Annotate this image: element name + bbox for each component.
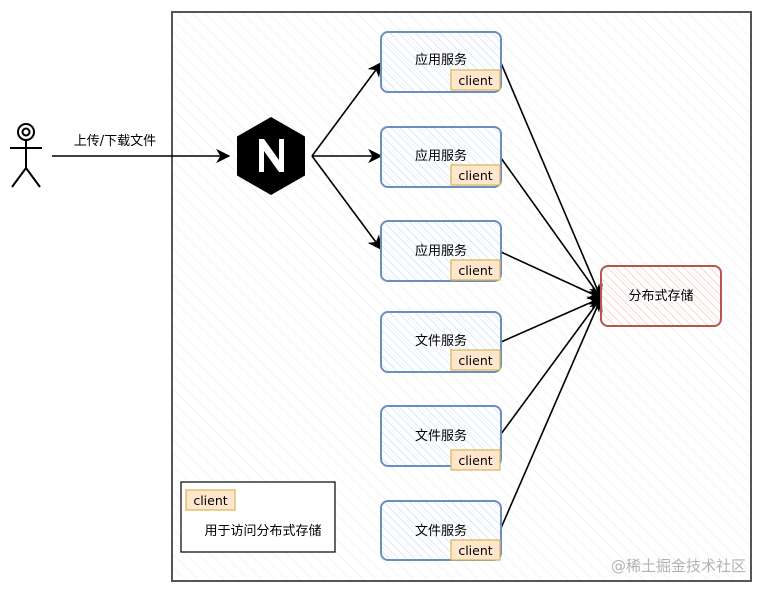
service-box: 应用服务 client [380, 31, 502, 93]
service-box: 文件服务 client [380, 500, 502, 561]
service-label: 应用服务 [415, 52, 467, 68]
client-badge: client [458, 453, 492, 468]
nginx-icon [237, 117, 305, 195]
service-label: 文件服务 [415, 333, 467, 349]
services-to-storage-edges [500, 62, 603, 529]
service-box: 文件服务 client [380, 405, 502, 471]
service-label: 文件服务 [415, 428, 467, 444]
service-label: 文件服务 [415, 523, 467, 539]
service-box: 文件服务 client [380, 311, 502, 373]
gateway-to-services-edges [311, 61, 383, 251]
client-badge: client [458, 263, 492, 278]
legend-description: 用于访问分布式存储 [204, 524, 321, 539]
client-badge: client [458, 168, 492, 183]
service-box: 应用服务 client [380, 220, 502, 282]
storage-box: 分布式存储 [600, 265, 722, 327]
legend-client-badge: client [193, 493, 227, 508]
client-badge: client [458, 73, 492, 88]
upload-download-label: 上传/下载文件 [74, 134, 156, 149]
user-icon [10, 123, 42, 188]
client-badge: client [458, 353, 492, 368]
service-label: 应用服务 [415, 243, 467, 259]
storage-label: 分布式存储 [628, 289, 693, 304]
watermark: @稀土掘金技术社区 [611, 557, 746, 575]
client-badge: client [458, 543, 492, 558]
service-box: 应用服务 client [380, 126, 502, 188]
service-label: 应用服务 [415, 148, 467, 164]
legend: client 用于访问分布式存储 [180, 481, 336, 553]
